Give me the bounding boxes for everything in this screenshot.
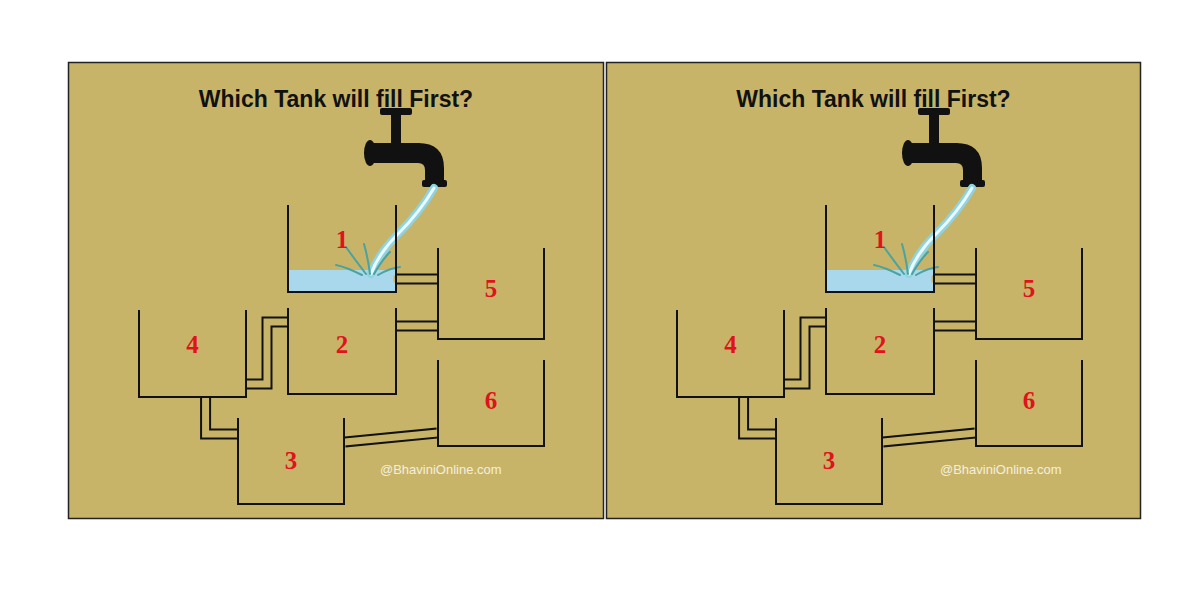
water-tank: 6 [437, 360, 545, 447]
tank-number: 5 [1023, 276, 1036, 301]
tank-number: 3 [285, 448, 298, 473]
puzzle-panel: Which Tank will fill First? 1 2 3 4 5 6 [606, 62, 1141, 519]
water-tank: 2 [825, 308, 935, 395]
water-tank: 1 [825, 205, 935, 293]
pipe-bore [785, 322, 825, 384]
pipe-bore [247, 322, 287, 384]
tank-number: 2 [874, 332, 887, 357]
pipe-connector [397, 326, 437, 327]
pipe-wall [935, 321, 975, 332]
pipe-wall [397, 274, 437, 285]
pipe-bore [744, 398, 775, 434]
pipe-wall [883, 433, 975, 442]
panel-ground [607, 63, 1141, 519]
pipe-wall [935, 274, 975, 285]
tank-number: 4 [186, 332, 199, 357]
pipe-bore [935, 276, 975, 283]
pipe-connector [935, 326, 975, 327]
watermark: @BhaviniOnline.com [380, 462, 502, 477]
water-tank: 3 [775, 418, 883, 505]
pipe-connector [397, 279, 437, 280]
pipe-wall [206, 398, 237, 434]
pipe-wall [247, 322, 287, 384]
water-tank: 5 [975, 248, 1083, 340]
pipe-bore [883, 433, 975, 442]
tank-number: 3 [823, 448, 836, 473]
pipe-bore [345, 433, 437, 442]
pipe-bore [397, 323, 437, 330]
tank-number: 1 [874, 227, 887, 252]
pipe-wall [744, 398, 775, 434]
pipe-connector [785, 322, 825, 384]
water-tank: 1 [287, 205, 397, 293]
pipe-connector [247, 322, 287, 384]
faucet [827, 108, 985, 291]
pipe-connector [206, 398, 237, 434]
water-tank: 4 [676, 310, 785, 398]
water-tank: 4 [138, 310, 247, 398]
puzzle-panel: Which Tank will fill First? 1 2 3 4 5 6 [68, 62, 604, 519]
puzzle-title: Which Tank will fill First? [606, 62, 1141, 113]
tank-number: 6 [1023, 388, 1036, 413]
pipe-bore [935, 323, 975, 330]
pipe-bore [397, 276, 437, 283]
tank-number: 6 [485, 388, 498, 413]
water-tank: 3 [237, 418, 345, 505]
pipe-connector [883, 433, 975, 442]
tank-number: 1 [336, 227, 349, 252]
puzzle-title: Which Tank will fill First? [68, 62, 604, 113]
faucet [289, 108, 447, 291]
tank-number: 2 [336, 332, 349, 357]
panel-ground [69, 63, 604, 519]
watermark: @BhaviniOnline.com [940, 462, 1062, 477]
pipe-bore [206, 398, 237, 434]
pipe-connector [345, 433, 437, 442]
water-tank: 5 [437, 248, 545, 340]
pipe-wall [397, 321, 437, 332]
pipe-connector [744, 398, 775, 434]
tank-number: 4 [724, 332, 737, 357]
water-tank: 2 [287, 308, 397, 395]
pipe-wall [345, 433, 437, 442]
pipe-wall [785, 322, 825, 384]
pipe-connector [935, 279, 975, 280]
tank-number: 5 [485, 276, 498, 301]
water-tank: 6 [975, 360, 1083, 447]
